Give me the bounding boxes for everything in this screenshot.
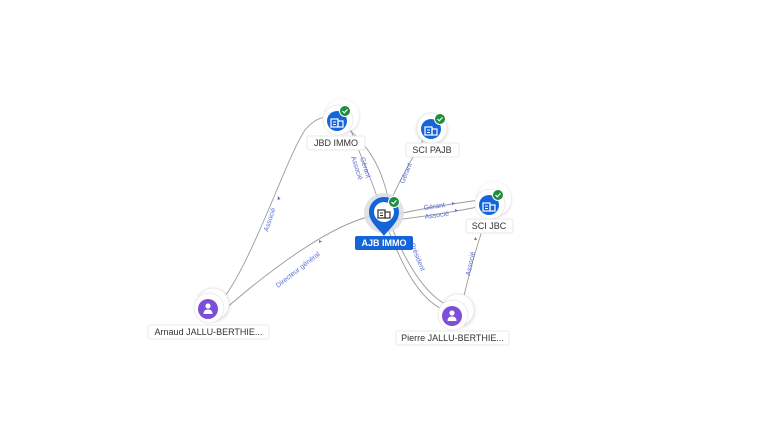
edge-arrows [277,147,477,243]
node-label-box [306,135,366,151]
arrow-marker [455,209,458,212]
edge-ajb-jbc-gerant[interactable] [397,199,481,215]
node-label-box-selected [355,236,413,250]
edge-arnaud-jbd[interactable] [217,116,336,306]
building-icon [424,126,438,136]
node-label-box [395,330,510,346]
person-circle [198,299,218,319]
node-label: AJB IMMO [362,238,407,248]
check-badge-icon [388,196,400,208]
arrow-marker [474,237,477,240]
person-circle [442,306,462,326]
building-icon [330,118,344,128]
arrow-marker [319,240,322,243]
check-badge-icon [434,113,446,125]
arrow-marker [452,202,455,205]
node-label-box [405,142,460,158]
node-arnaud[interactable]: Arnaud JALLU-BERTHIE... [147,287,270,340]
node-label: SCI JBC [472,221,507,231]
building-icon [482,202,496,212]
node-pierre[interactable]: Pierre JALLU-BERTHIE... [395,293,510,346]
node-label: Arnaud JALLU-BERTHIE... [155,327,263,337]
edge-pierre-ajb-2[interactable] [385,223,441,309]
edge-arnaud-ajb[interactable] [223,215,373,311]
edge-label-directeur-general: Directeur général [275,251,322,290]
edge-label-associe: Associé [424,211,449,221]
pin-inner-circle [374,202,394,222]
arrow-marker [277,196,281,200]
node-ajb-immo[interactable]: AJB IMMO [355,193,413,250]
edge-label-gerant: Gérant [423,202,445,212]
node-jbd-immo[interactable]: JBD IMMO [306,99,366,151]
node-label-box [147,324,270,340]
building-icon [377,209,391,219]
edge-label-gerant: Gérant [399,162,414,185]
check-badge-icon [339,105,351,117]
node-sci-pajb[interactable]: SCI PAJB [405,112,460,158]
company-circle [479,195,499,215]
edge-ajb-jbd-gerant[interactable] [349,127,379,201]
node-label: Pierre JALLU-BERTHIE... [401,333,504,343]
edge-label-associe: Associé [263,207,277,233]
node-sci-jbc[interactable]: SCI JBC [465,182,514,234]
company-circle [421,119,441,139]
edge-pierre-ajb-1[interactable] [389,221,446,305]
edge-ajb-jbc-associe[interactable] [395,205,483,221]
node-label-box [465,218,514,234]
person-icon [203,303,213,314]
node-label: JBD IMMO [314,138,358,148]
person-icon [447,310,457,321]
check-badge-icon [492,189,504,201]
edge-label-associe: Associé [465,251,477,277]
node-label: SCI PAJB [412,145,451,155]
